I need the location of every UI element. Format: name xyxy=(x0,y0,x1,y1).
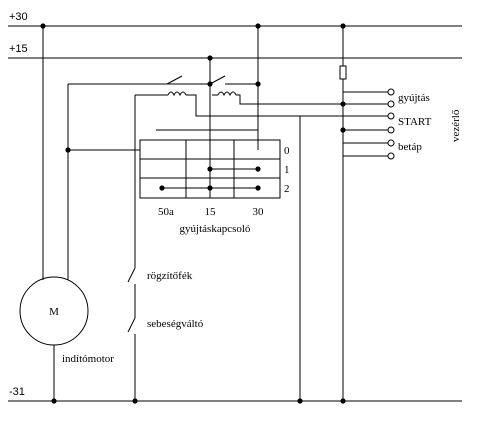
start-terminal-b xyxy=(387,126,395,134)
junction-dot xyxy=(51,398,57,404)
parking-brake-label: rögzítőfék xyxy=(147,270,193,282)
relay-contacts xyxy=(134,26,343,268)
coil-1-out xyxy=(186,94,343,117)
motor-label: indítómotor xyxy=(62,353,114,365)
coil-2-out xyxy=(236,94,343,105)
gear-switch-blade xyxy=(127,317,136,333)
junction-dot xyxy=(40,23,46,29)
switch-col-15: 15 xyxy=(205,206,217,218)
junction-dot xyxy=(340,127,346,133)
motor-letter: M xyxy=(49,306,59,318)
junction-dot xyxy=(340,23,346,29)
contact-1-blade xyxy=(166,75,183,85)
junction-dot xyxy=(132,398,138,404)
junction-dot xyxy=(297,398,303,404)
ignition-terminal-a xyxy=(387,88,395,96)
parking-brake-switch-blade xyxy=(127,267,136,283)
gear-selector-label: sebeségváltó xyxy=(147,318,204,330)
junction-dot xyxy=(255,166,261,172)
switch-row-1: 1 xyxy=(284,164,290,176)
starter-motor: M indítómotor xyxy=(19,26,190,401)
power-terminal-a xyxy=(387,139,395,147)
safety-switches: rögzítőfék sebeségváltó xyxy=(127,267,204,401)
junction-dot xyxy=(340,398,346,404)
start-terminal-label: START xyxy=(398,116,432,128)
power-terminal-b xyxy=(387,152,395,160)
power-rails: +30 +15 -31 xyxy=(8,11,462,402)
coil-1-icon xyxy=(167,91,187,97)
junction-dot xyxy=(255,81,261,87)
switch-col-30: 30 xyxy=(253,206,265,218)
ignition-terminal-label: gyújtás xyxy=(398,92,430,104)
switch-col-50a: 50a xyxy=(158,206,174,218)
control-block: gyújtás START betáp vezérlő xyxy=(299,26,462,401)
ignition-terminal-b xyxy=(387,100,395,108)
controller-group-label: vezérlő xyxy=(450,109,462,142)
ignition-switch-label: gyújtáskapcsoló xyxy=(180,223,251,235)
switch-row-0: 0 xyxy=(284,145,290,157)
junction-dot xyxy=(255,185,261,191)
power-terminal-label: betáp xyxy=(398,141,422,153)
junction-dot xyxy=(207,166,213,172)
rail-plus30-label: +30 xyxy=(9,11,28,23)
junction-dot xyxy=(340,101,346,107)
rail-minus31-label: -31 xyxy=(9,386,25,398)
switch-row-2: 2 xyxy=(284,183,290,195)
junction-dot xyxy=(255,23,261,29)
junction-dots xyxy=(40,23,346,404)
ignition-switch: 0 1 2 50a 15 30 gyújtáskapcsoló xyxy=(139,139,290,235)
fuse-icon xyxy=(339,65,347,80)
coil-2-icon xyxy=(217,91,237,97)
start-terminal-a xyxy=(387,112,395,120)
junction-dot xyxy=(207,55,213,61)
junction-dot xyxy=(159,185,165,191)
junction-dot xyxy=(207,81,213,87)
rail-plus15-label: +15 xyxy=(9,43,28,55)
junction-dot xyxy=(65,147,71,153)
junction-dot xyxy=(207,185,213,191)
contact-2-blade xyxy=(209,75,226,85)
ignition-switch-frame xyxy=(139,139,281,199)
